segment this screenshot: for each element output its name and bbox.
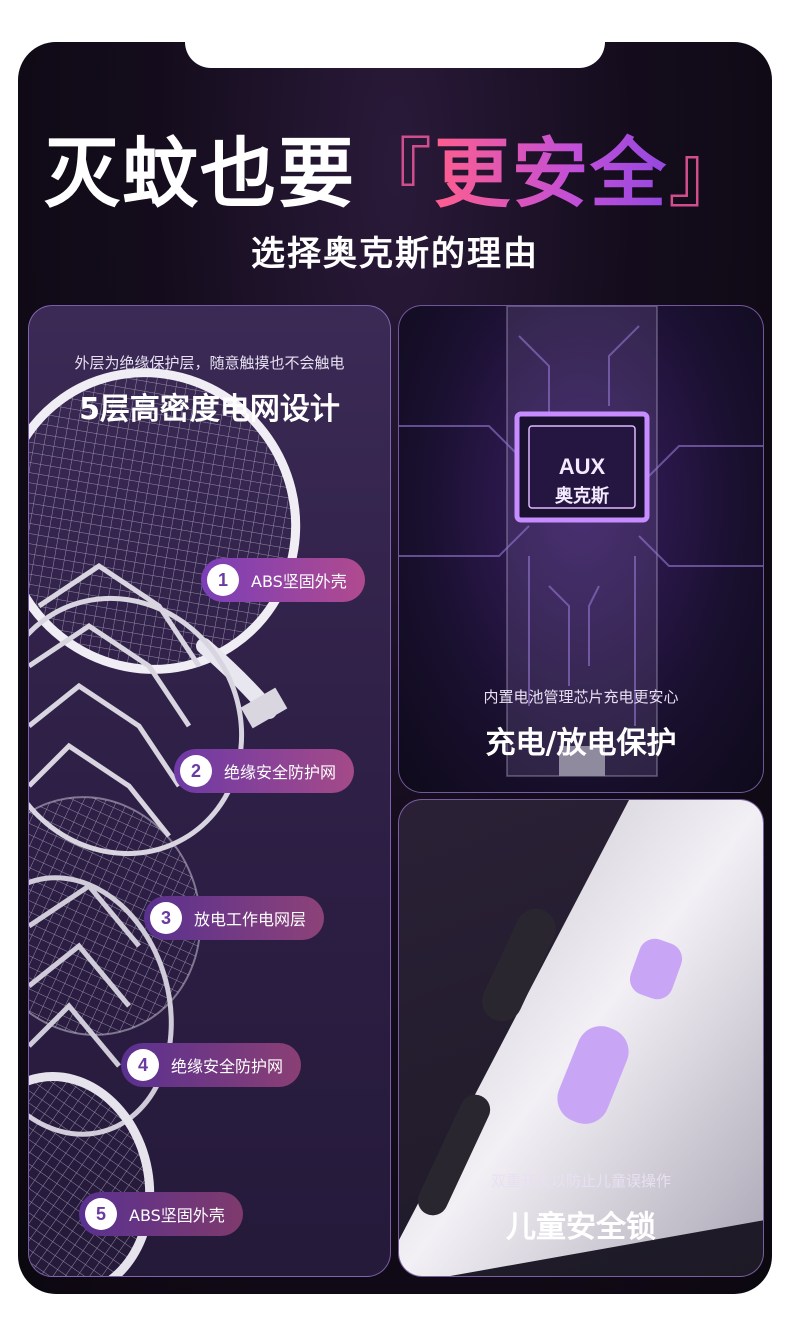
lock-caption-big: 儿童安全锁 (506, 1210, 656, 1245)
mesh-caption-big: 5层高密度电网设计 (79, 392, 340, 427)
layer-pill: 5 ABS坚固外壳 (79, 1192, 243, 1236)
layer-label: 绝缘安全防护网 (224, 763, 337, 782)
lock-card: 双重开关以防止儿童误操作 儿童安全锁 (398, 799, 764, 1277)
layer-number-badge: 2 (180, 755, 212, 787)
layer-number-badge: 3 (150, 902, 182, 934)
headline-open-bracket: 『 (356, 129, 434, 218)
headline: 灭蚊也要『更安全』 (0, 112, 790, 222)
layer-pill: 2 绝缘安全防护网 (174, 749, 355, 793)
chip-card: AUX 奥克斯 内置电池管理芯片充电更安心 充电/放电保护 (398, 305, 764, 793)
layer-pill: 1 ABS坚固外壳 (201, 558, 365, 602)
headline-accent: 更安全 (434, 129, 668, 218)
layer-number-badge: 5 (85, 1198, 117, 1230)
mesh-caption-small: 外层为绝缘保护层，随意触摸也不会触电 (74, 354, 345, 372)
chip-brand-logo: AUX (558, 454, 606, 479)
mesh-layers-card: 外层为绝缘保护层，随意触摸也不会触电 5层高密度电网设计 1 ABS坚固外壳 2… (28, 305, 391, 1277)
layer-label: ABS坚固外壳 (251, 572, 347, 591)
chip-caption-small: 内置电池管理芯片充电更安心 (483, 688, 679, 706)
chip-brand-cn: 奥克斯 (555, 486, 609, 507)
layer-label: 绝缘安全防护网 (171, 1057, 284, 1076)
lock-caption-small: 双重开关以防止儿童误操作 (490, 1172, 671, 1190)
headline-main: 灭蚊也要 (44, 129, 356, 218)
subhead: 选择奥克斯的理由 (251, 234, 539, 274)
headline-close-bracket: 』 (668, 129, 746, 218)
chip-caption-big: 充电/放电保护 (485, 726, 677, 761)
layer-label: 放电工作电网层 (194, 910, 307, 929)
layer-pill: 4 绝缘安全防护网 (121, 1043, 302, 1087)
circuit-illustration (399, 306, 763, 777)
layer-number-badge: 1 (207, 564, 239, 596)
layer-pill: 3 放电工作电网层 (144, 896, 325, 940)
top-notch (185, 42, 605, 68)
layer-number-badge: 4 (127, 1049, 159, 1081)
handle-illustration (399, 800, 763, 1276)
layer-label: ABS坚固外壳 (129, 1206, 225, 1225)
